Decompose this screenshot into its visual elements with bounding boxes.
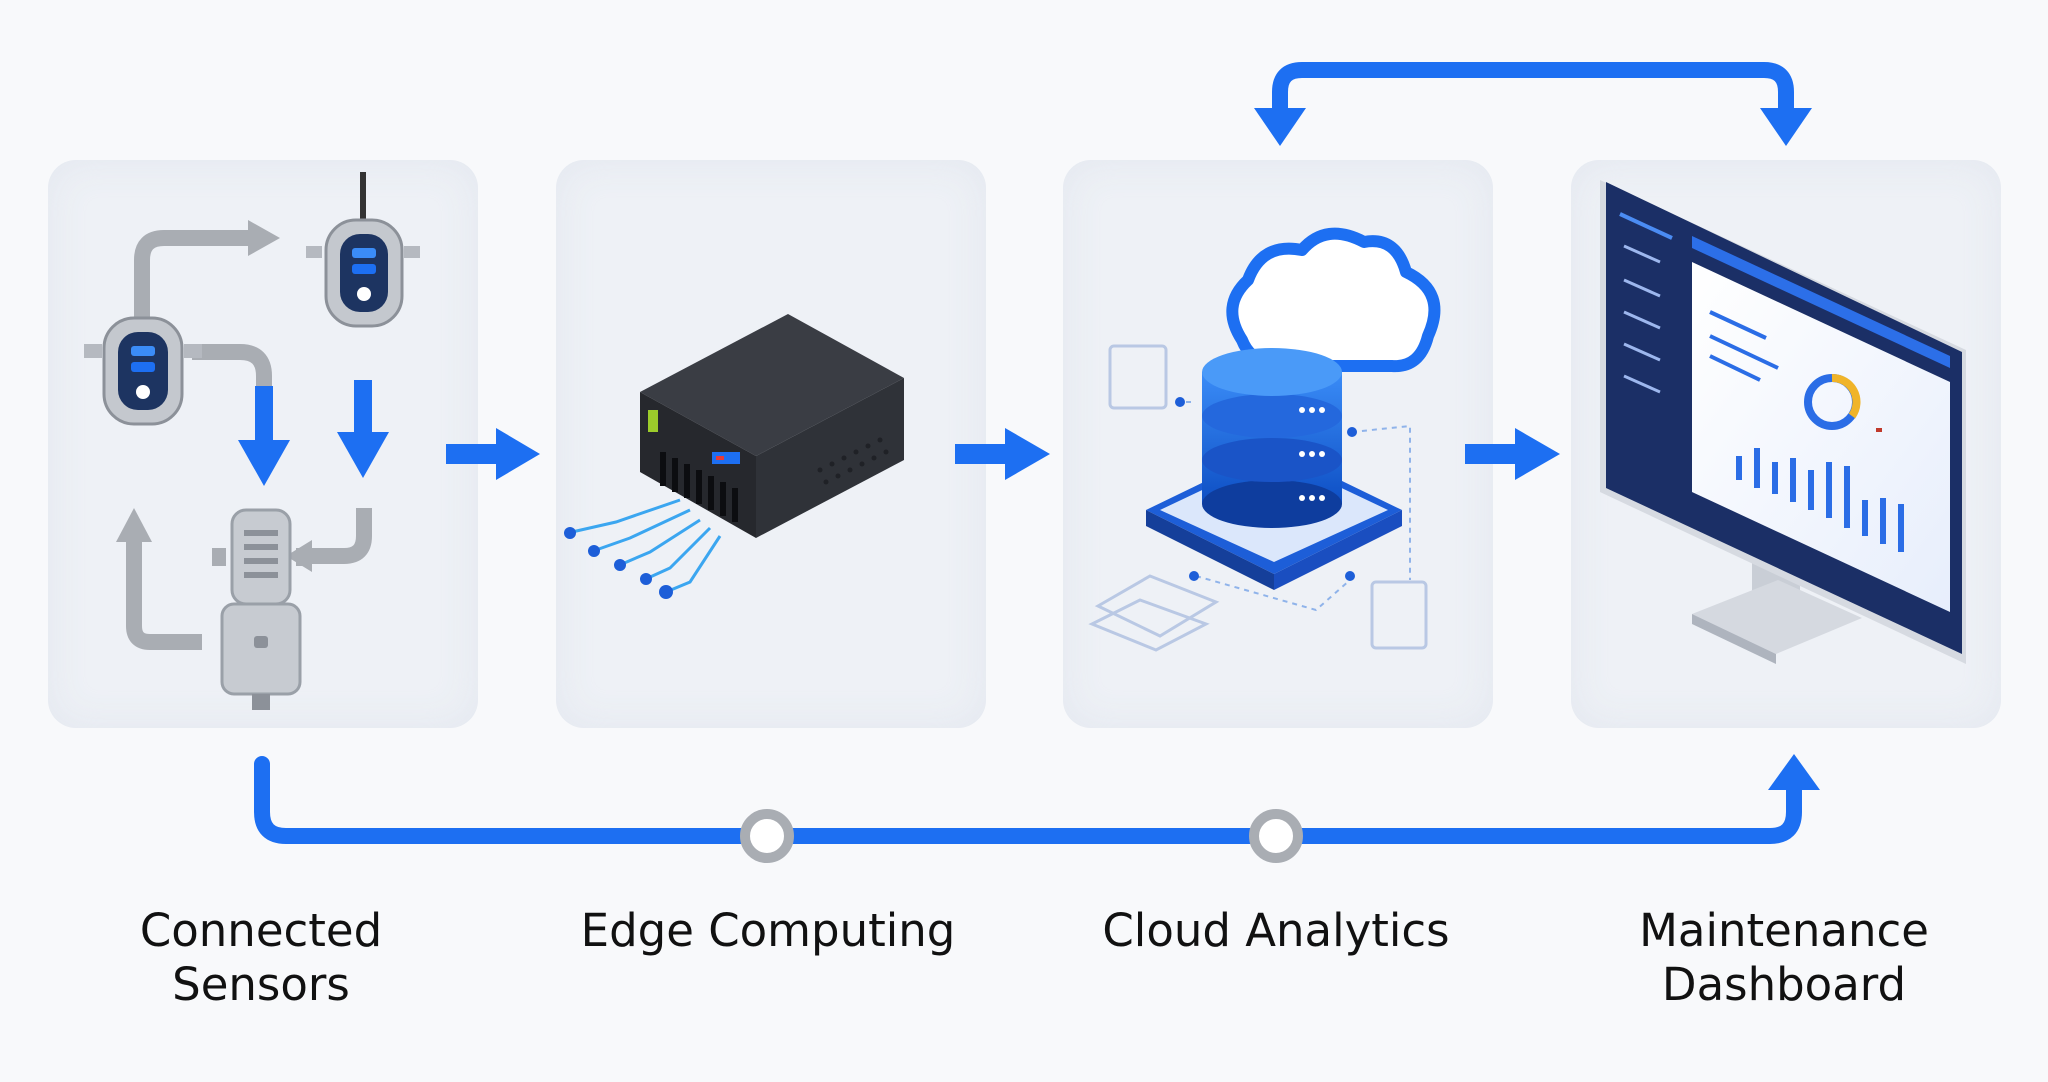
stage-arrow-1 — [446, 428, 540, 480]
top-loop-arrow — [1272, 62, 1794, 116]
sensor-icon — [306, 172, 420, 328]
stage-arrow-2 — [955, 428, 1050, 480]
stage-label-dashboard: Maintenance Dashboard — [1639, 904, 1929, 1011]
stage-arrow-3 — [1465, 428, 1560, 480]
stage-label-sensors: Connected Sensors — [139, 904, 383, 1011]
monitor-dashboard-icon — [1600, 180, 1966, 664]
cloud-database-icon — [1088, 227, 1441, 652]
motor-icon — [212, 508, 310, 710]
top-arrowhead-left — [1254, 108, 1306, 146]
flow-node-1 — [740, 809, 794, 863]
flow-node-2 — [1249, 809, 1303, 863]
stage-label-cloud: Cloud Analytics — [1102, 904, 1450, 957]
stage-label-edge: Edge Computing — [580, 904, 956, 957]
bottom-arrowhead-up — [1768, 754, 1820, 790]
top-arrowhead-right — [1760, 108, 1812, 146]
bottom-flow-line — [254, 756, 1802, 844]
edge-server-icon — [564, 314, 904, 599]
sensor-icon — [84, 316, 202, 426]
